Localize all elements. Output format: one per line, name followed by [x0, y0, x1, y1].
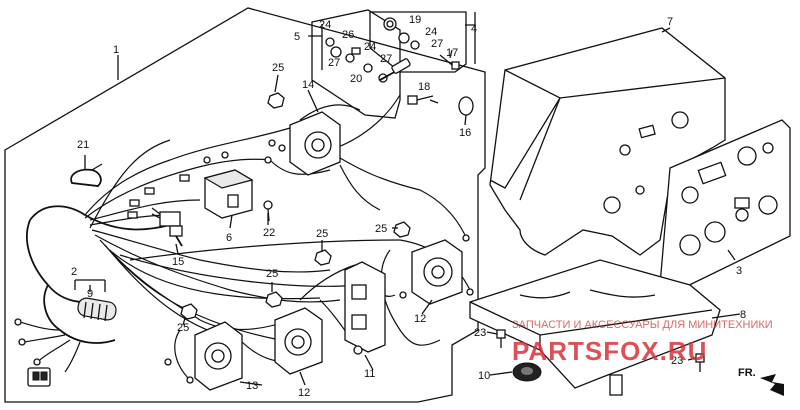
grommet-16	[458, 96, 474, 116]
terminal-small-parts	[325, 37, 411, 83]
outlet-12-right	[411, 239, 463, 305]
callout-5: 5	[294, 31, 300, 43]
callout-4: 4	[471, 23, 477, 35]
breaker-box	[203, 169, 254, 219]
callout-25-e: 25	[177, 322, 189, 334]
callout-12-lower: 12	[298, 387, 310, 399]
outlet-14	[289, 111, 341, 176]
watermark: ЗАПЧАСТИ И АКСЕССУАРЫ ДЛЯ МИНИТЕХНИКИ PA…	[512, 319, 773, 366]
direction-label: FR.	[738, 367, 756, 379]
callout-24-a: 24	[319, 19, 331, 31]
callout-26: 26	[342, 29, 354, 41]
front-direction-indicator: FR.	[738, 367, 784, 396]
callout-10: 10	[478, 370, 490, 382]
callout-1: 1	[113, 44, 119, 56]
callout-6: 6	[226, 232, 232, 244]
callout-25-c: 25	[316, 228, 328, 240]
callout-11: 11	[364, 368, 375, 380]
callout-7: 7	[667, 16, 673, 28]
callout-2: 2	[71, 266, 77, 278]
callout-24-c: 24	[425, 26, 437, 38]
grommet-10	[512, 362, 542, 382]
callout-16: 16	[459, 127, 471, 139]
callout-25-b: 25	[375, 223, 387, 235]
toggle-switch	[151, 207, 183, 247]
callout-8: 8	[740, 309, 746, 321]
callout-12-right: 12	[414, 313, 426, 325]
callout-15: 15	[172, 256, 184, 268]
grommet-parts-frame	[369, 11, 467, 73]
assembly-frame	[4, 7, 486, 403]
callout-3: 3	[736, 265, 742, 277]
callouts: 1 2 3 4 5 6 7 8 9 10 11 12 12 13 14 15 1…	[71, 14, 746, 399]
outlet-13	[194, 321, 243, 391]
callout-9: 9	[87, 288, 93, 300]
nut-25-group	[180, 92, 411, 320]
callout-27-c: 27	[431, 38, 443, 50]
callout-14: 14	[302, 79, 314, 91]
callout-23-right: 23	[671, 355, 683, 367]
terminal-parts-frame	[311, 9, 401, 119]
callout-25-d: 25	[266, 268, 278, 280]
duplex-outlet	[344, 261, 386, 355]
outlet-12-lower	[274, 307, 323, 375]
callout-21: 21	[77, 139, 89, 151]
callout-19: 19	[409, 14, 421, 26]
leader-lines	[74, 12, 741, 386]
callout-22: 22	[263, 227, 275, 239]
watermark-logo: PARTSFOX.RU	[512, 336, 707, 366]
cable-clip	[70, 163, 103, 187]
callout-23-left: 23	[474, 327, 486, 339]
callout-20: 20	[350, 73, 362, 85]
callout-27-b: 27	[380, 53, 392, 65]
watermark-caption: ЗАПЧАСТИ И АКСЕССУАРЫ ДЛЯ МИНИТЕХНИКИ	[512, 319, 773, 331]
callout-25-a: 25	[272, 62, 284, 74]
grommet-small-parts	[383, 17, 460, 70]
callout-27-a: 27	[328, 57, 340, 69]
bolt-18	[407, 95, 434, 105]
callout-13: 13	[246, 380, 258, 392]
callout-17: 17	[446, 47, 458, 59]
callout-24-b: 24	[364, 41, 376, 53]
callout-18: 18	[418, 81, 430, 93]
